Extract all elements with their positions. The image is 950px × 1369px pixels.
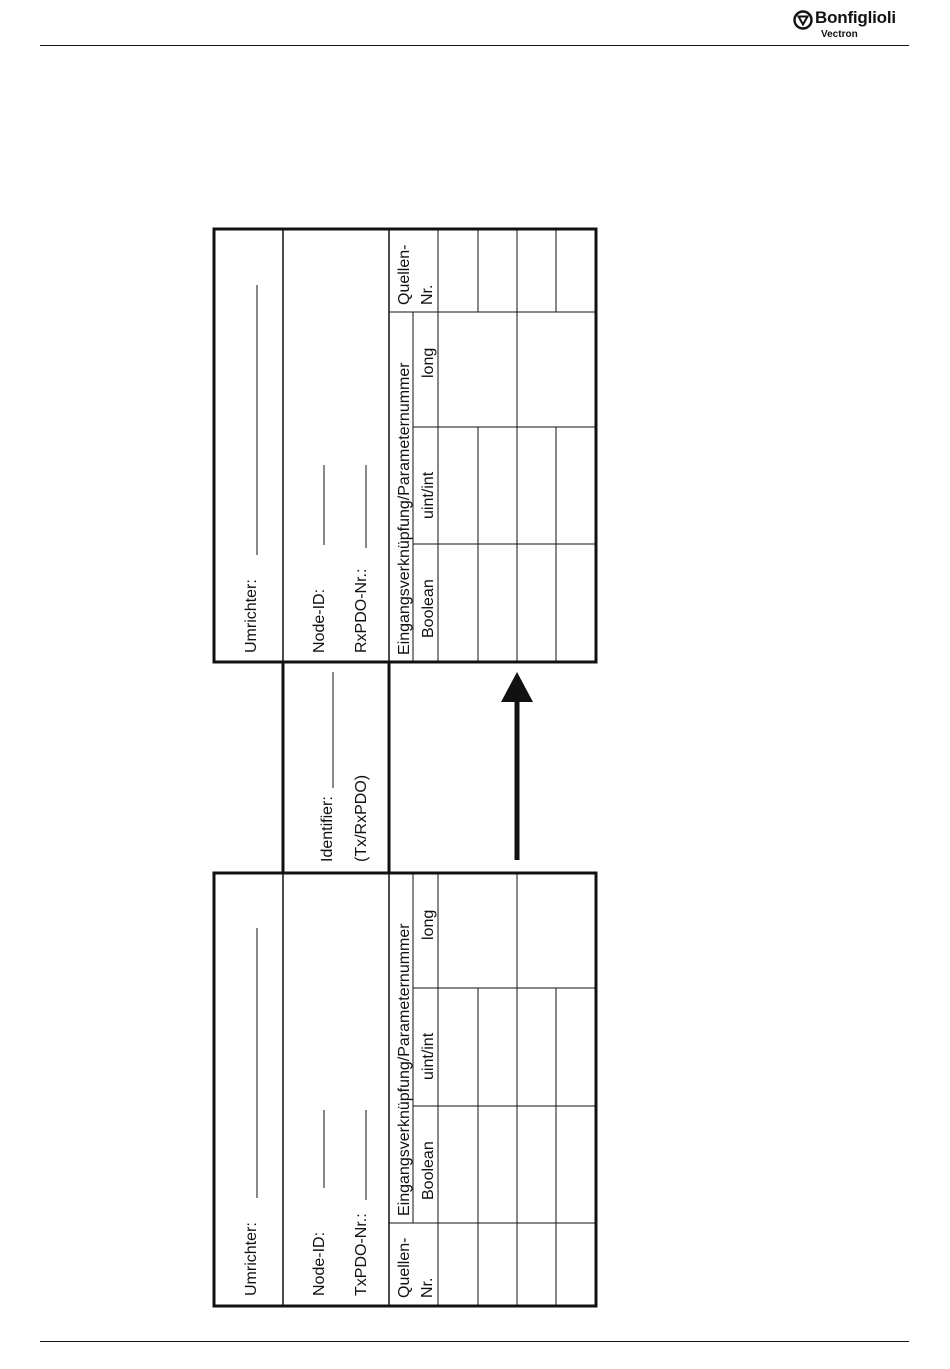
tx-eingang-header: Eingangsverknüpfung/Parameternummer: [396, 923, 413, 1216]
tx-quellen-label-1: Quellen-: [396, 1238, 413, 1298]
arrow-head-icon: [501, 672, 533, 702]
tx-umrichter-label: Umrichter:: [243, 1222, 260, 1296]
rx-quellen-label-2: Nr.: [419, 285, 436, 305]
tx-node-id-label: Node-ID:: [311, 1232, 328, 1296]
rx-node-id-label: Node-ID:: [311, 589, 328, 653]
direction-arrow: [501, 672, 533, 860]
tx-quellen-label-2: Nr.: [419, 1278, 436, 1298]
tx-pdo-nr-label: TxPDO-Nr.:: [353, 1213, 370, 1296]
tx-col-uint: uint/int: [420, 1032, 437, 1080]
rx-eingang-header: Eingangsverknüpfung/Parameternummer: [396, 362, 413, 655]
rx-pdo-nr-label: RxPDO-Nr.:: [353, 569, 370, 653]
rx-col-boolean: Boolean: [420, 579, 437, 638]
rx-umrichter-label: Umrichter:: [243, 579, 260, 653]
tx-col-long: long: [420, 910, 437, 940]
identifier-label: Identifier:: [319, 796, 336, 862]
identifier-box-border: [283, 662, 389, 873]
rx-col-long: long: [420, 348, 437, 378]
tx-col-boolean: Boolean: [420, 1141, 437, 1200]
rx-quellen-label-1: Quellen-: [396, 245, 413, 305]
rx-col-uint: uint/int: [420, 471, 437, 519]
identifier-box: [283, 662, 389, 873]
txrx-label: (Tx/RxPDO): [353, 775, 370, 862]
